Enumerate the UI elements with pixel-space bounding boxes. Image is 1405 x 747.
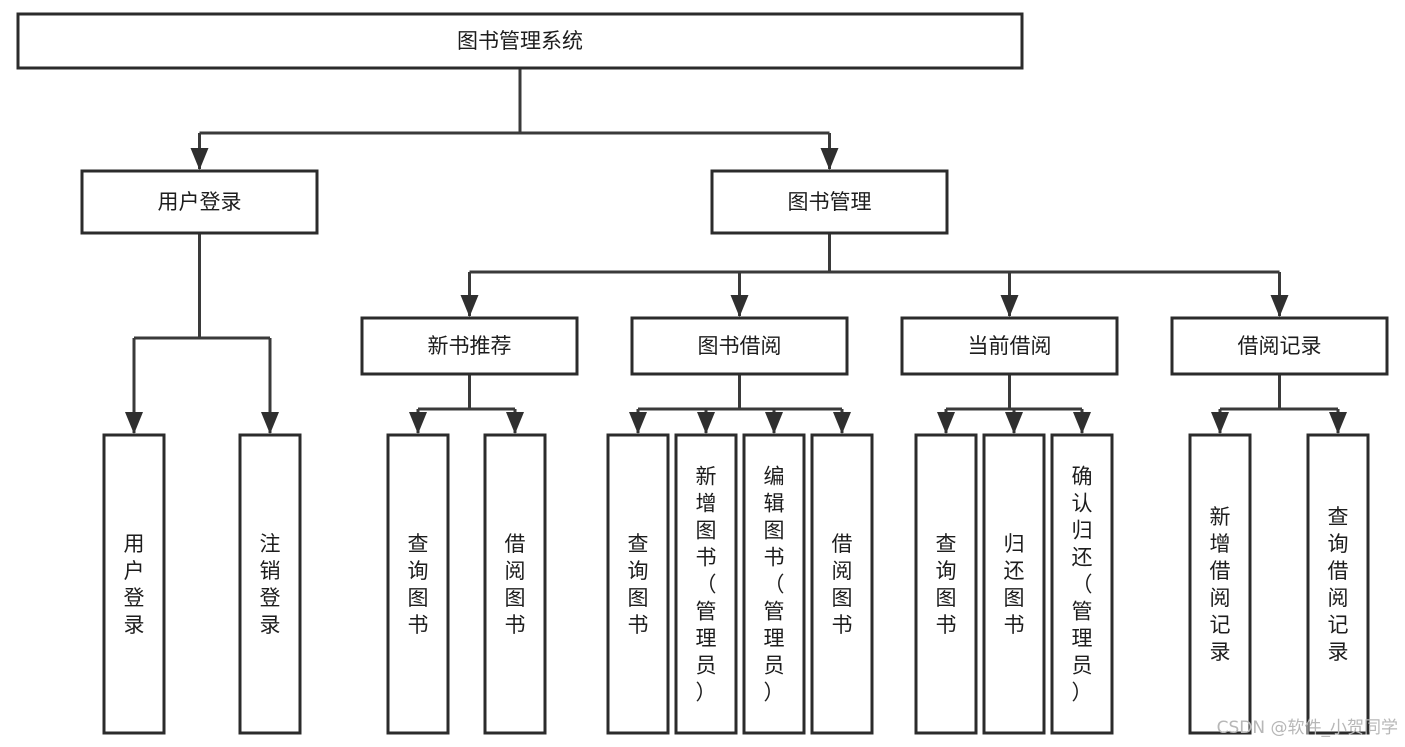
node-user-login[interactable]: 用户登录 — [80, 169, 319, 235]
node-leaf-confirm-return-label: 确认归还（管理员） — [1072, 465, 1093, 705]
node-leaf-query-book-1[interactable]: 查询图书 — [386, 433, 450, 735]
node-user-login-label: 用户登录 — [158, 190, 242, 214]
arrow-head-icon-leaf-user-login — [125, 412, 143, 434]
node-borrow-record-label: 借阅记录 — [1238, 334, 1322, 358]
node-leaf-add-record-label: 新增借阅记录 — [1210, 505, 1231, 664]
node-leaf-return-book[interactable]: 归还图书 — [982, 433, 1046, 735]
node-borrow-record-box[interactable] — [1170, 316, 1389, 376]
connectors-layer — [125, 68, 1347, 434]
arrow-head-icon-user-login — [190, 148, 209, 170]
arrow-head-icon-leaf-query-book-1 — [409, 412, 427, 434]
arrow-head-icon-leaf-borrow-book-2 — [833, 412, 851, 434]
node-leaf-borrow-book-2-label: 借阅图书 — [832, 532, 853, 637]
arrow-head-icon-leaf-borrow-book-1 — [506, 412, 524, 434]
node-current-borrow-box[interactable] — [900, 316, 1119, 376]
node-leaf-confirm-return-box[interactable] — [1050, 433, 1114, 735]
arrow-head-icon-leaf-query-book-3 — [937, 412, 955, 434]
node-book-manage-label: 图书管理 — [788, 190, 872, 214]
node-leaf-borrow-book-1-box[interactable] — [483, 433, 547, 735]
node-leaf-edit-book-box[interactable] — [742, 433, 806, 735]
node-root[interactable]: 图书管理系统 — [16, 12, 1024, 70]
node-new-book-recommend-box[interactable] — [360, 316, 579, 376]
node-new-book-recommend[interactable]: 新书推荐 — [360, 316, 579, 376]
node-leaf-query-record-label: 查询借阅记录 — [1328, 505, 1349, 664]
arrow-head-icon-borrow-record — [1270, 295, 1289, 317]
arrow-head-icon-leaf-confirm-return — [1073, 412, 1091, 434]
node-leaf-query-record-box[interactable] — [1306, 433, 1370, 735]
node-leaf-user-login-label: 用户登录 — [124, 532, 145, 637]
node-leaf-user-logout-label: 注销登录 — [260, 532, 281, 637]
node-leaf-edit-book-label: 编辑图书（管理员） — [764, 465, 785, 705]
node-leaf-query-book-3[interactable]: 查询图书 — [914, 433, 978, 735]
node-leaf-query-book-1-box[interactable] — [386, 433, 450, 735]
node-leaf-borrow-book-2-box[interactable] — [810, 433, 874, 735]
arrow-head-icon-leaf-user-logout — [261, 412, 279, 434]
node-leaf-add-record[interactable]: 新增借阅记录 — [1188, 433, 1252, 735]
node-leaf-query-book-3-label: 查询图书 — [936, 532, 957, 637]
node-leaf-query-record[interactable]: 查询借阅记录 — [1306, 433, 1370, 735]
node-leaf-return-book-label: 归还图书 — [1004, 532, 1025, 637]
arrow-head-icon-leaf-add-record — [1211, 412, 1229, 434]
node-leaf-query-book-2-box[interactable] — [606, 433, 670, 735]
node-book-borrow[interactable]: 图书借阅 — [630, 316, 849, 376]
arrow-head-icon-leaf-edit-book — [765, 412, 783, 434]
node-new-book-recommend-label: 新书推荐 — [428, 334, 512, 358]
node-book-manage-box[interactable] — [710, 169, 949, 235]
node-leaf-borrow-book-1-label: 借阅图书 — [505, 532, 526, 637]
node-leaf-query-book-2[interactable]: 查询图书 — [606, 433, 670, 735]
node-leaf-add-book-label: 新增图书（管理员） — [696, 465, 717, 705]
node-leaf-query-book-1-label: 查询图书 — [408, 532, 429, 637]
node-book-manage[interactable]: 图书管理 — [710, 169, 949, 235]
arrow-head-icon-book-borrow — [730, 295, 749, 317]
node-leaf-query-book-3-box[interactable] — [914, 433, 978, 735]
arrow-head-icon-leaf-return-book — [1005, 412, 1023, 434]
node-leaf-user-logout[interactable]: 注销登录 — [238, 433, 302, 735]
node-leaf-add-book[interactable]: 新增图书（管理员） — [674, 433, 738, 735]
node-book-borrow-box[interactable] — [630, 316, 849, 376]
node-leaf-borrow-book-2[interactable]: 借阅图书 — [810, 433, 874, 735]
node-book-borrow-label: 图书借阅 — [698, 334, 782, 358]
node-leaf-borrow-book-1[interactable]: 借阅图书 — [483, 433, 547, 735]
arrow-head-icon-current-borrow — [1000, 295, 1019, 317]
arrow-head-icon-leaf-query-book-2 — [629, 412, 647, 434]
arrow-head-icon-leaf-add-book — [697, 412, 715, 434]
node-leaf-query-book-2-label: 查询图书 — [628, 532, 649, 637]
nodes-layer: 图书管理系统用户登录图书管理新书推荐图书借阅当前借阅借阅记录用户登录注销登录查询… — [16, 12, 1389, 735]
node-leaf-edit-book[interactable]: 编辑图书（管理员） — [742, 433, 806, 735]
node-root-label: 图书管理系统 — [457, 29, 583, 53]
node-user-login-box[interactable] — [80, 169, 319, 235]
csdn-watermark: CSDN @软件_小贺同学 — [1217, 718, 1398, 738]
arrow-head-icon-book-manage — [820, 148, 839, 170]
node-root-box[interactable] — [16, 12, 1024, 70]
node-borrow-record[interactable]: 借阅记录 — [1170, 316, 1389, 376]
node-current-borrow-label: 当前借阅 — [968, 334, 1052, 358]
node-leaf-add-record-box[interactable] — [1188, 433, 1252, 735]
node-leaf-user-login-box[interactable] — [102, 433, 166, 735]
node-leaf-add-book-box[interactable] — [674, 433, 738, 735]
arrow-head-icon-leaf-query-record — [1329, 412, 1347, 434]
node-leaf-return-book-box[interactable] — [982, 433, 1046, 735]
node-leaf-confirm-return[interactable]: 确认归还（管理员） — [1050, 433, 1114, 735]
node-leaf-user-login[interactable]: 用户登录 — [102, 433, 166, 735]
arrow-head-icon-new-book-recommend — [460, 295, 479, 317]
node-leaf-user-logout-box[interactable] — [238, 433, 302, 735]
node-current-borrow[interactable]: 当前借阅 — [900, 316, 1119, 376]
